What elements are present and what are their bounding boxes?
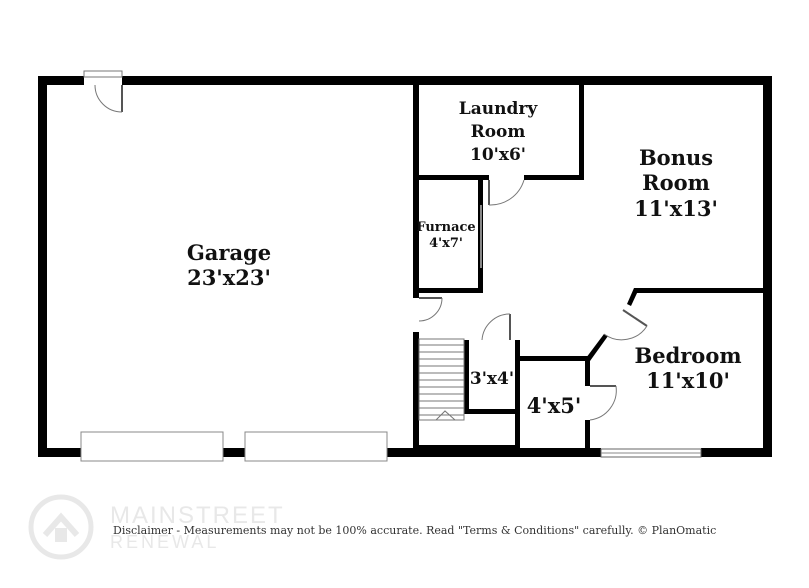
bonus-name-line2: Room — [642, 170, 710, 195]
furnace-name: Furnace — [416, 220, 475, 235]
garage-name: Garage — [187, 240, 271, 265]
closet-small-size: 3'x4' — [470, 369, 514, 389]
disclaimer-text: Disclaimer - Measurements may not be 100… — [113, 524, 717, 537]
bedroom-window — [600, 448, 702, 458]
laundry-name-line2: Room — [471, 122, 526, 142]
staircase — [418, 338, 465, 421]
garage-size: 23'x23' — [187, 265, 271, 290]
garage-door-right — [244, 431, 388, 462]
entry-door — [83, 70, 123, 113]
laundry-name-line1: Laundry — [459, 99, 539, 119]
bonus-name-line1: Bonus — [639, 145, 713, 170]
bedroom-name: Bedroom — [634, 343, 741, 368]
watermark-line1: MAINSTREET — [110, 502, 285, 529]
watermark-line2: RENEWAL — [110, 532, 220, 552]
interior-walls — [413, 85, 768, 452]
bonus-size: 11'x13' — [634, 196, 718, 221]
bedroom-size: 11'x10' — [646, 368, 730, 393]
furnace-size: 4'x7' — [429, 236, 463, 251]
closet-bath-size: 4'x5' — [527, 393, 582, 418]
door-swings — [418, 179, 648, 421]
laundry-size: 10'x6' — [470, 145, 526, 165]
garage-door-left — [80, 431, 224, 462]
exterior-walls — [38, 76, 772, 457]
watermark-logo-icon — [28, 494, 94, 560]
watermark-text: MAINSTREET RENEWAL — [110, 503, 285, 555]
